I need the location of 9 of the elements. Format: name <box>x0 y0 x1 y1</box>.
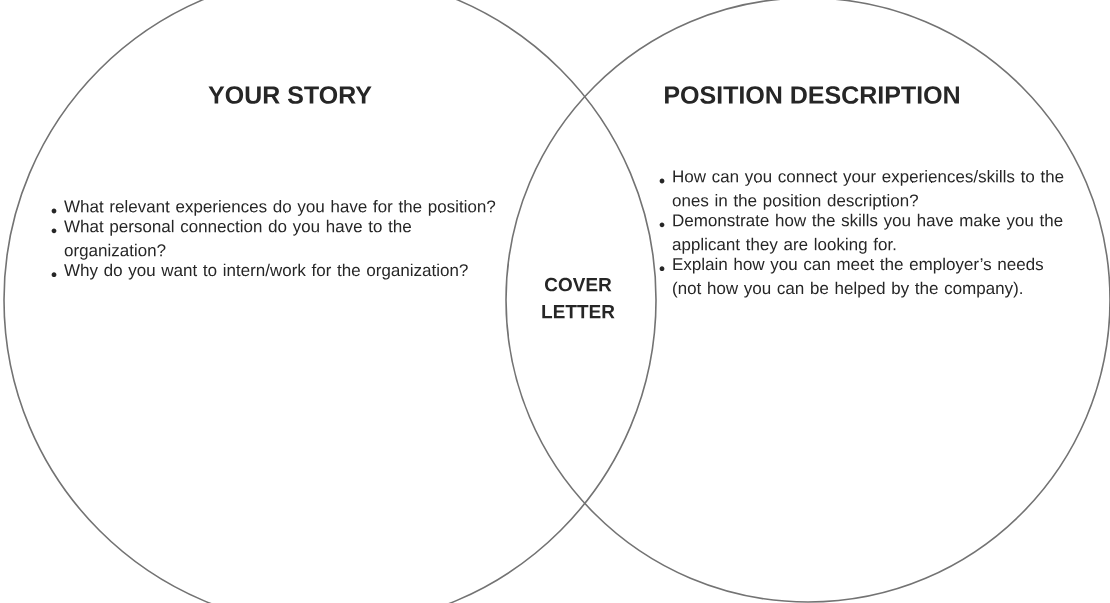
bullet-item: Explain how you can meet the employer’s needs (not how you can be helped by the company). <box>673 257 1043 298</box>
bullet-item: Why do you want to intern/work for the organization? <box>64 263 468 280</box>
bullet-item: What relevant experiences do you have for the position? <box>64 200 496 216</box>
bullet-item: What personal connection do you have to the organization? <box>64 219 411 260</box>
overlap-label: COVER LETTER <box>542 277 615 319</box>
circle-heading: POSITION DESCRIPTION <box>665 86 959 104</box>
circle-heading: YOUR STORY <box>208 86 372 104</box>
bullet-item: How can you connect your experiences/skills to the ones in the position description? <box>672 170 1064 210</box>
bullet-item: Demonstrate how the skills you have make you the applicant they are looking for. <box>672 213 1063 254</box>
